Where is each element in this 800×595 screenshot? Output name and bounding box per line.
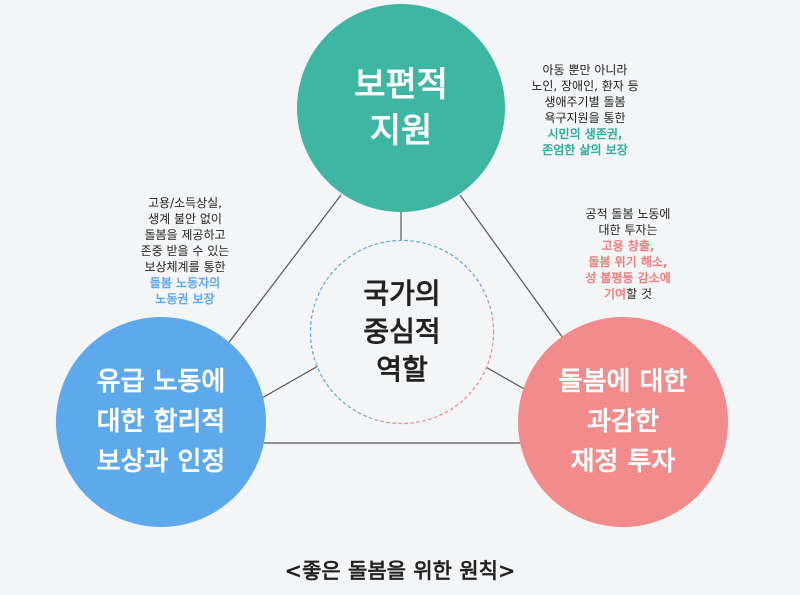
note-right-last-highlight: 기여: [604, 287, 627, 301]
diagram-caption: <좋은 돌봄을 위한 원칙>: [284, 559, 516, 583]
spoke-left: [261, 365, 319, 399]
note-top-line-2: 노인, 장애인, 환자 등: [531, 79, 639, 93]
note-universal-support: 아동 뿐만 아니라 노인, 장애인, 환자 등 생애주기별 돌봄 욕구지원을 통…: [500, 62, 670, 158]
principle-right-line-3: 재정 투자: [570, 447, 676, 477]
note-top-line-1: 아동 뿐만 아니라: [542, 63, 628, 77]
note-right-last-line: 기여할 것: [548, 286, 708, 302]
note-top-highlight-2: 존엄한 삶의 보장: [542, 143, 628, 157]
note-right-last-tail: 할 것: [626, 287, 652, 301]
note-top-highlight-1: 시민의 생존권,: [547, 127, 623, 141]
note-left-line-2: 생계 불안 없이: [148, 212, 222, 226]
principle-left-line-2: 대한 합리적: [96, 407, 226, 437]
principle-right-line-2: 과감한: [587, 407, 659, 437]
note-right-highlight-2: 돌봄 위기 해소,: [588, 255, 668, 269]
note-left-line-3: 돌봄을 제공하고: [144, 228, 226, 242]
center-line-3: 역할: [376, 353, 428, 386]
principle-left-line-1: 유급 노동에: [96, 367, 226, 397]
note-left-line-5: 보상체계를 통한: [144, 260, 226, 274]
center-line-2: 중심적: [363, 315, 441, 348]
note-fiscal-investment: 공적 돌봄 노동에 대한 투자는 고용 창출, 돌봄 위기 해소, 성 불평등 …: [548, 206, 708, 302]
principle-universal-support: 보편적 지원: [297, 4, 505, 212]
principle-top-line-1: 보편적: [354, 65, 448, 105]
note-right-highlight-1: 고용 창출,: [601, 239, 655, 253]
note-left-line-1: 고용/소득상실,: [147, 196, 223, 210]
note-left-highlight-1: 돌봄 노동자의: [149, 276, 221, 290]
center-state-role: 국가의 중심적 역할: [311, 241, 493, 423]
note-right-line-1: 공적 돌봄 노동에: [585, 207, 671, 221]
note-top-line-3: 생애주기별 돌봄: [544, 95, 626, 109]
note-top-line-4: 욕구지원을 통한: [544, 111, 626, 125]
principle-right-line-1: 돌봄에 대한: [558, 367, 688, 397]
principle-fair-compensation: 유급 노동에 대한 합리적 보상과 인정: [56, 317, 266, 527]
note-fair-compensation: 고용/소득상실, 생계 불안 없이 돌봄을 제공하고 존중 받을 수 있는 보상…: [100, 195, 270, 307]
note-right-line-2: 대한 투자는: [598, 223, 658, 237]
principle-fiscal-investment: 돌봄에 대한 과감한 재정 투자: [518, 317, 728, 527]
note-left-line-4: 존중 받을 수 있는: [140, 244, 230, 258]
center-line-1: 국가의: [363, 277, 441, 310]
note-right-highlight-3: 성 불평등 감소에: [585, 271, 671, 285]
note-left-highlight-2: 노동권 보장: [155, 292, 215, 306]
principle-left-line-3: 보상과 인정: [96, 447, 226, 477]
principle-top-line-2: 지원: [369, 111, 433, 151]
